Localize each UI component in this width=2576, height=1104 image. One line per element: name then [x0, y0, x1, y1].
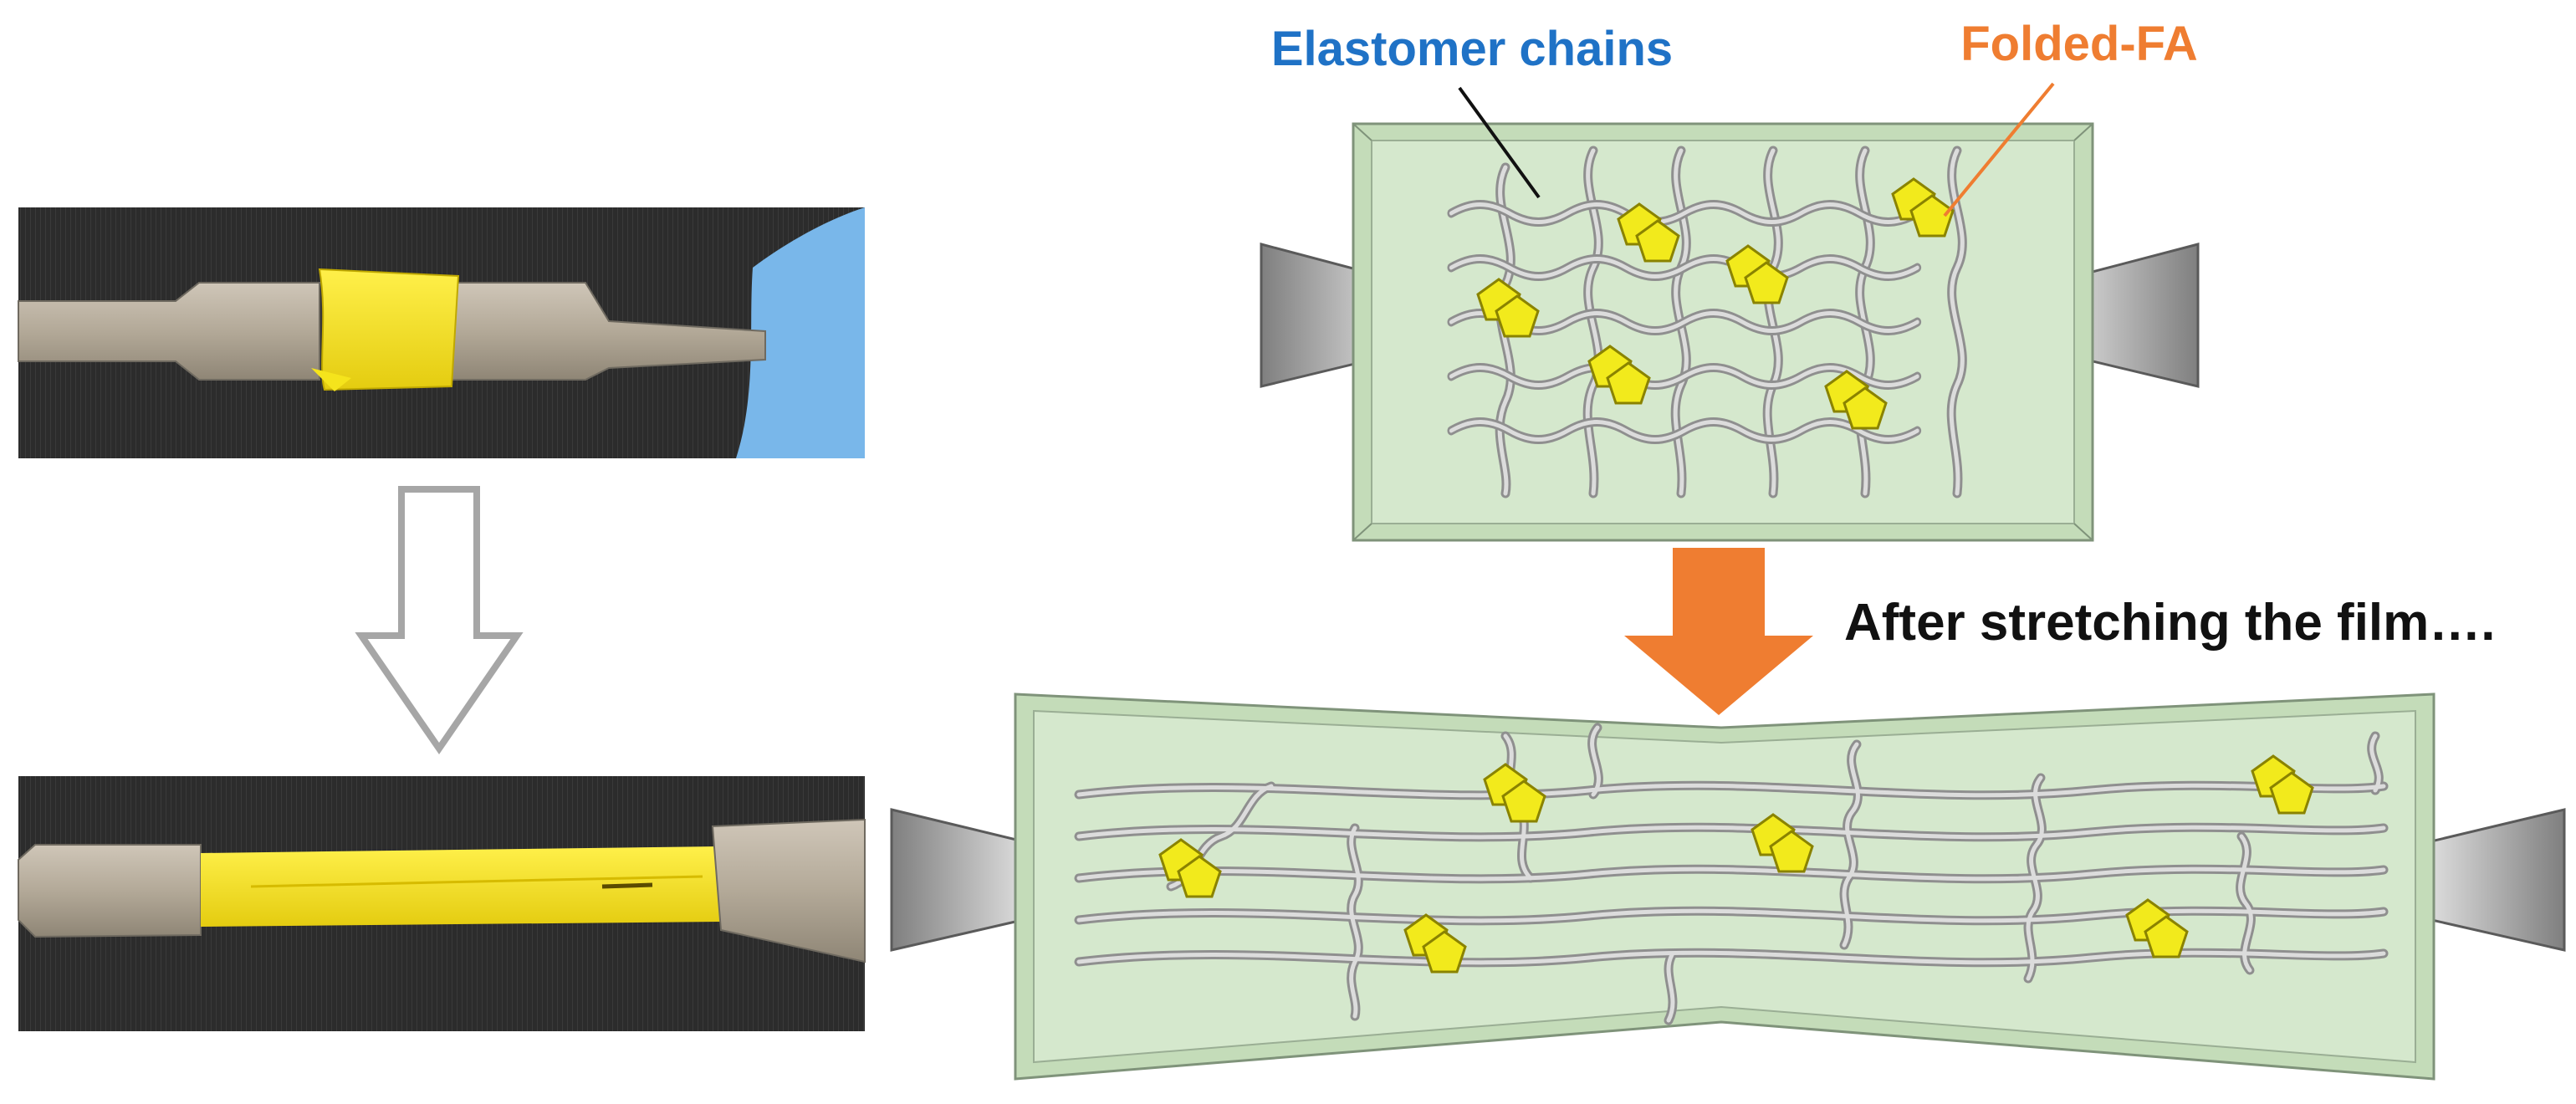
solid-down-arrow-icon [1624, 548, 1813, 715]
clamp-right-bottom [2415, 808, 2566, 952]
photo-before-stretching [18, 207, 865, 458]
outline-down-arrow-icon [355, 486, 524, 755]
folded-fa-label: Folded-FA [1960, 17, 2198, 71]
after-stretching-caption: After stretching the film…. [1844, 594, 2496, 652]
folded-fa-leader-line [1943, 82, 2055, 217]
elastomer-chains-label: Elastomer chains [1271, 22, 1673, 76]
elastomer-leader-line [1458, 86, 1541, 199]
elastomer-network-top [1451, 146, 1967, 498]
photo-after-stretching [18, 776, 866, 1031]
film-stretched [1014, 693, 2435, 1081]
film-unstretched [1352, 122, 2094, 542]
